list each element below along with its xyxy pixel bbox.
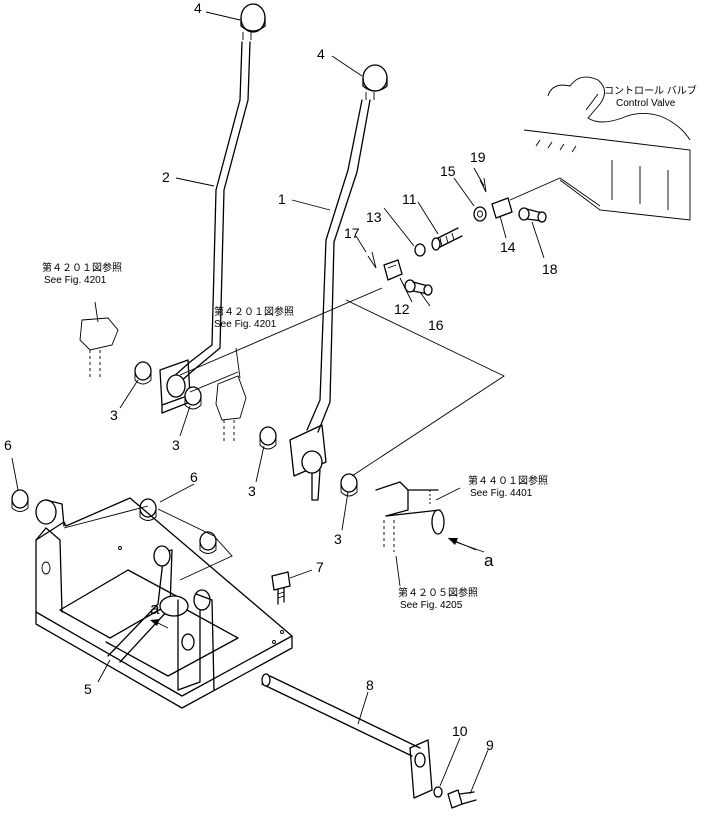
- ref-4401-en: See Fig. 4401: [470, 488, 533, 499]
- ref-4201-mid-jp: 第４２０１図参照: [214, 305, 294, 318]
- leader-lines: [11, 11, 599, 795]
- cotter-pin-17: [367, 251, 377, 269]
- shaft-8: [261, 673, 433, 799]
- control-valve-en: Control Valve: [616, 98, 676, 109]
- callout-labels: 4 4 2 1 3 3 3 3 6 6 7 8 5 10 9 17 13 11 …: [4, 0, 558, 753]
- callout-3-c: 3: [248, 483, 256, 499]
- view-marker-a-left: a: [150, 599, 160, 618]
- callout-11: 11: [402, 191, 417, 207]
- callout-2: 2: [162, 169, 170, 185]
- rod-end-14: [491, 197, 513, 219]
- callout-19: 19: [470, 149, 486, 165]
- pin-18: [518, 207, 547, 223]
- callout-4-right: 4: [317, 46, 325, 62]
- callout-13: 13: [366, 209, 382, 225]
- callout-6-a: 6: [4, 437, 12, 453]
- view-marker-a-right: a: [484, 551, 494, 570]
- bushing-3-a: [134, 361, 152, 385]
- rod-11: [431, 227, 463, 251]
- ref-part-left: [79, 301, 119, 380]
- callout-16: 16: [428, 317, 444, 333]
- callout-3-a: 3: [110, 407, 118, 423]
- callout-6-b: 6: [190, 469, 198, 485]
- reference-notes: 第４２０１図参照 See Fig. 4201 第４２０１図参照 See Fig.…: [42, 84, 697, 611]
- callout-3-d: 3: [334, 531, 342, 547]
- nut-13: [414, 243, 426, 257]
- nut-15: [473, 206, 487, 222]
- callout-7: 7: [316, 559, 324, 575]
- lever-1: [289, 99, 371, 501]
- washer-10: [433, 786, 443, 798]
- bushing-6-a: [11, 489, 29, 512]
- lever-2: [159, 41, 251, 414]
- knob-4-right: [362, 64, 388, 100]
- callout-18: 18: [542, 261, 558, 277]
- callout-12: 12: [394, 301, 410, 317]
- callout-15: 15: [440, 163, 456, 179]
- ref-4201-left-en: See Fig. 4201: [44, 275, 107, 286]
- ref-4205-jp: 第４２０５図参照: [398, 586, 478, 599]
- bracket-5: [35, 497, 293, 709]
- cotter-pin-19: [479, 177, 487, 193]
- ref-4201-mid-en: See Fig. 4201: [214, 319, 277, 330]
- bolt-9: [447, 789, 477, 809]
- ref-part-right: [375, 481, 445, 552]
- pin-16: [404, 279, 433, 296]
- bushing-3-c: [259, 426, 277, 450]
- callout-5: 5: [84, 681, 92, 697]
- callout-10: 10: [452, 723, 468, 739]
- bolt-7: [271, 571, 291, 605]
- assembly-lines: [63, 177, 601, 581]
- rod-end-12: [383, 259, 403, 281]
- callout-1: 1: [278, 191, 286, 207]
- bushing-6-c: [199, 531, 217, 554]
- view-arrow-a-left: [150, 619, 169, 629]
- callout-14: 14: [500, 239, 516, 255]
- ref-4205-en: See Fig. 4205: [400, 600, 463, 611]
- callout-9: 9: [486, 737, 494, 753]
- ref-4401-jp: 第４４０１図参照: [468, 474, 548, 487]
- view-arrow-a-right: [447, 537, 477, 551]
- bushing-3-b: [184, 386, 202, 410]
- bushing-3-d: [340, 473, 358, 497]
- callout-8: 8: [366, 677, 374, 693]
- ref-part-mid: [215, 347, 247, 444]
- callout-17: 17: [344, 225, 360, 241]
- callout-3-b: 3: [172, 437, 180, 453]
- callout-4-left: 4: [194, 0, 202, 16]
- control-valve: [523, 76, 691, 221]
- control-valve-jp: コントロール バルブ: [604, 84, 697, 97]
- knob-4-left: [240, 3, 266, 40]
- ref-4201-left-jp: 第４２０１図参照: [42, 261, 122, 274]
